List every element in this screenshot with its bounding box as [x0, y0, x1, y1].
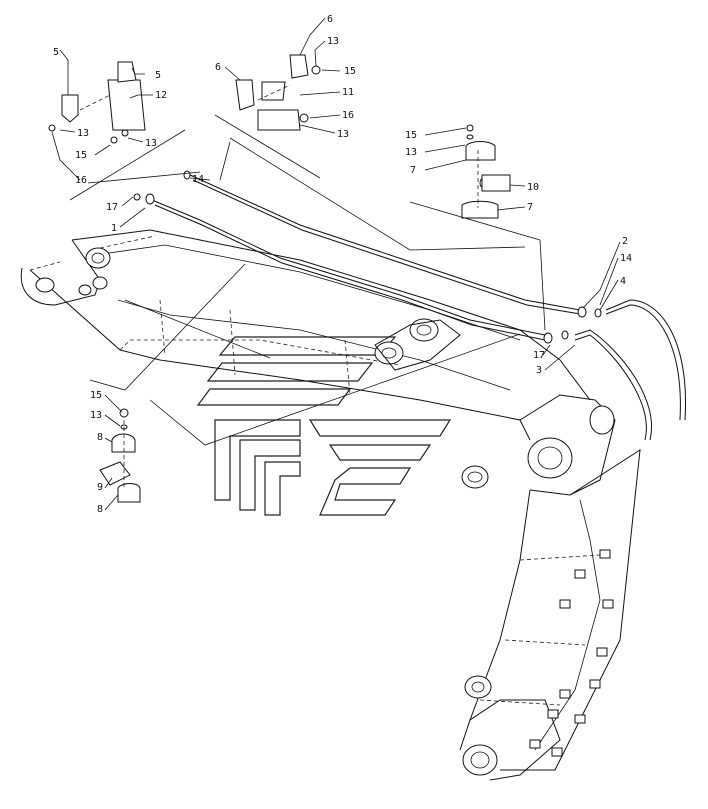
callout-17: 17 — [533, 350, 545, 361]
callout-2: 2 — [622, 236, 628, 247]
callout-labels: 5 5 12 13 13 15 16 6 13 15 6 11 16 13 15… — [53, 14, 632, 515]
callout-7: 7 — [527, 202, 533, 213]
boom-body — [20, 229, 616, 496]
clamp-bracket-lower-left — [99, 408, 141, 503]
callout-3: 3 — [536, 365, 542, 376]
callout-1: 1 — [111, 223, 117, 234]
callout-8: 8 — [97, 432, 103, 443]
callout-4: 4 — [620, 276, 626, 287]
callout-17: 17 — [106, 202, 118, 213]
callout-13: 13 — [327, 36, 339, 47]
callout-16: 16 — [342, 110, 354, 121]
callout-13: 13 — [145, 138, 157, 149]
callout-13: 13 — [337, 129, 349, 140]
callout-13: 13 — [90, 410, 102, 421]
callout-6: 6 — [215, 62, 221, 73]
callout-10: 10 — [527, 182, 539, 193]
callout-14: 14 — [620, 253, 632, 264]
callout-15: 15 — [90, 390, 102, 401]
callout-15: 15 — [344, 66, 356, 77]
callout-9: 9 — [97, 482, 103, 493]
callout-13: 13 — [405, 147, 417, 158]
leader-lines — [51, 17, 621, 511]
callout-6: 6 — [327, 14, 333, 25]
clamp-bracket-upper-center — [235, 54, 321, 131]
callout-5: 5 — [53, 47, 59, 58]
clamp-bracket-right — [461, 124, 511, 219]
arm-body — [459, 449, 641, 781]
callout-8: 8 — [97, 504, 103, 515]
callout-13: 13 — [77, 128, 89, 139]
callout-16: 16 — [75, 175, 87, 186]
watermark-logo — [196, 336, 452, 516]
callout-15: 15 — [405, 130, 417, 141]
callout-14: 14 — [192, 174, 204, 185]
callout-11: 11 — [342, 87, 354, 98]
clamp-bracket-upper-left — [48, 61, 146, 144]
callout-5: 5 — [155, 70, 161, 81]
callout-15: 15 — [75, 150, 87, 161]
callout-12: 12 — [155, 90, 167, 101]
callout-7: 7 — [410, 165, 416, 176]
